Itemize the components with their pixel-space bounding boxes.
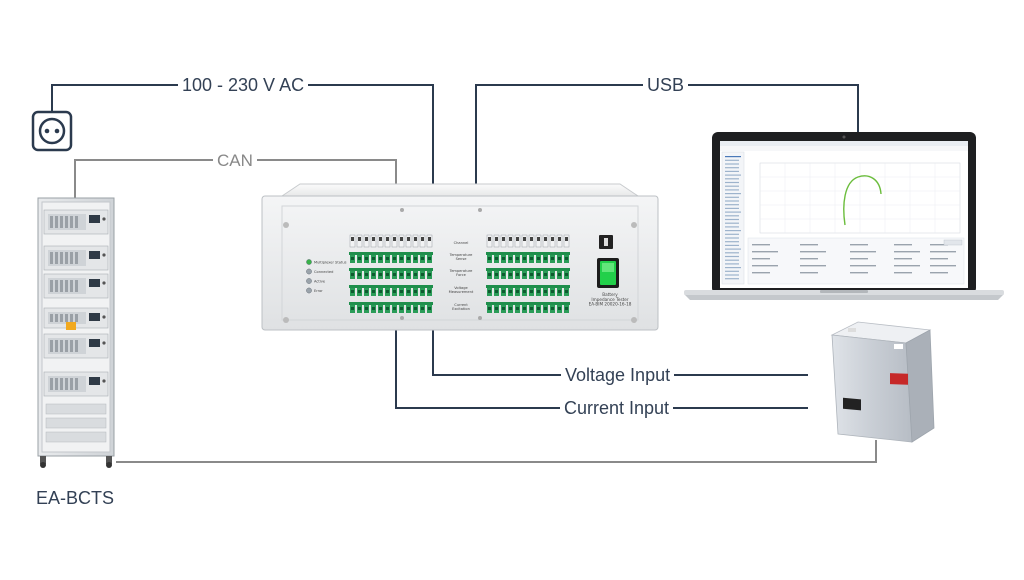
status-led-label: Multiplexer Status: [314, 260, 347, 264]
current-input-label: Current Input: [560, 397, 674, 419]
rack-unit: [43, 371, 109, 397]
status-led-label: Error: [314, 289, 323, 293]
status-led-label: Active: [314, 279, 326, 283]
voltage-input-line: [432, 328, 808, 376]
voltage-input-label: Voltage Input: [561, 364, 675, 386]
rack-unit: [43, 245, 109, 271]
nyquist-curve: [843, 175, 882, 226]
laptop: [684, 132, 1004, 300]
rack-blank-panel: [45, 431, 107, 443]
status-led: [306, 259, 312, 265]
rack-label: EA-BCTS: [32, 487, 119, 509]
rack-blank-panel: [45, 417, 107, 429]
ac-power-label: 100 - 230 V AC: [178, 74, 309, 96]
rack-unit: [43, 333, 109, 359]
power-outlet-icon: [31, 110, 73, 152]
rack-to-battery-line: [116, 440, 877, 463]
power-switch: [597, 258, 619, 288]
usb-label: USB: [643, 74, 689, 96]
battery-cell: [830, 321, 935, 443]
rack-warning-indicator: [66, 322, 76, 330]
rack-unit: [43, 209, 109, 235]
rack-unit: [43, 307, 109, 329]
can-label: CAN: [213, 150, 257, 172]
terminal-block-left: [349, 234, 433, 313]
terminal-block-right: [486, 234, 570, 313]
rack-unit: [43, 273, 109, 299]
status-led: [306, 287, 312, 294]
rack-blank-panel: [45, 403, 107, 415]
fuse-holder-icon: [599, 235, 613, 249]
status-led-label: Connected: [314, 270, 333, 274]
status-led: [306, 278, 312, 284]
rack-cabinet: [37, 197, 115, 468]
section-label: Channel: [454, 241, 469, 245]
status-led: [306, 268, 312, 275]
